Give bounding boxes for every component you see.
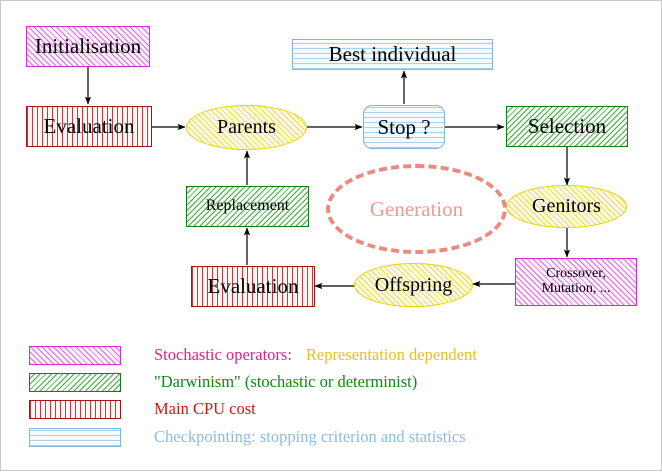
node-parents-label: Parents: [217, 116, 276, 138]
node-replacement-label: Replacement: [205, 197, 290, 215]
node-selection-label: Selection: [527, 114, 607, 139]
legend-row-stochastic: Stochastic operators: Representation depe…: [29, 344, 477, 366]
node-offspring[interactable]: Offspring: [354, 263, 473, 307]
node-evaluation-bottom-label: Evaluation: [207, 274, 299, 299]
node-crossover-label-line2: Mutation, ...: [541, 281, 611, 296]
node-genitors-label: Genitors: [532, 195, 601, 217]
legend-row-cpu: Main CPU cost: [29, 398, 256, 420]
legend-label-cpu: Main CPU cost: [154, 399, 256, 418]
node-stop-label: Stop ?: [377, 114, 431, 139]
legend-label-stochastic: Stochastic operators:: [154, 345, 292, 364]
node-crossover-mutation[interactable]: Crossover, Mutation, ...: [515, 258, 637, 306]
node-crossover-label-line1: Crossover,: [546, 266, 606, 282]
legend-label-stochastic-group: Stochastic operators: Representation depe…: [154, 345, 477, 365]
node-stop[interactable]: Stop ?: [363, 105, 445, 149]
legend-label-darwinism: "Darwinism" (stochastic or determinist): [154, 372, 418, 391]
legend-swatch-blue: [29, 427, 121, 447]
legend-swatch-magenta: [29, 345, 121, 365]
node-evaluation-top[interactable]: Evaluation: [26, 106, 152, 147]
node-selection[interactable]: Selection: [506, 106, 628, 147]
legend-row-darwinism: "Darwinism" (stochastic or determinist): [29, 371, 417, 393]
node-genitors[interactable]: Genitors: [506, 185, 627, 228]
legend-row-checkpointing: Checkpointing: stopping criterion and st…: [29, 426, 466, 448]
legend-swatch-red: [29, 399, 121, 419]
legend-label-checkpointing: Checkpointing: stopping criterion and st…: [154, 427, 466, 446]
node-offspring-label: Offspring: [374, 273, 453, 296]
node-evaluation-bottom[interactable]: Evaluation: [191, 266, 315, 307]
node-initialisation-label: Initialisation: [34, 34, 142, 59]
node-generation: Generation: [326, 164, 507, 254]
node-replacement[interactable]: Replacement: [186, 186, 309, 227]
node-initialisation[interactable]: Initialisation: [26, 26, 150, 67]
node-parents[interactable]: Parents: [186, 105, 307, 150]
node-best-individual[interactable]: Best individual: [292, 39, 493, 70]
node-evaluation-top-label: Evaluation: [43, 114, 135, 139]
node-generation-label: Generation: [369, 196, 464, 221]
node-best-individual-label: Best individual: [328, 42, 457, 67]
legend-label-representation: Representation dependent: [305, 345, 477, 364]
legend-swatch-green: [29, 372, 121, 392]
